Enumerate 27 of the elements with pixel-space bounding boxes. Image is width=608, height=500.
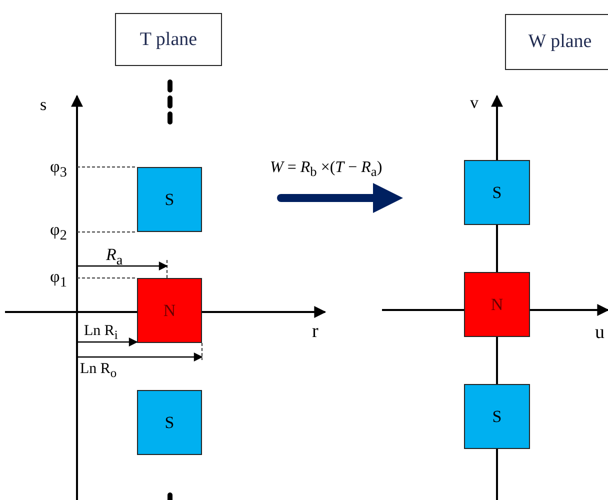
node-label: W plane [528,31,592,53]
node-label: S [492,182,502,202]
node-label: T plane [140,28,198,50]
magnet-pole-block [464,160,530,225]
dimension-label: Ln R$_{i}$ [84,324,118,342]
plane-title-box [115,13,222,66]
axis-label: v [470,94,478,111]
plane-title-box [505,14,608,70]
angle-label: φ$_{2}$ [50,221,67,243]
axis-label: r [312,322,318,341]
node-label: S [492,406,502,426]
formula: W = R$_{b}$ ×(T − R$_{a}$) [270,160,382,179]
magnet-pole-block [464,384,530,449]
magnet-pole-block [137,167,202,232]
node-label: N [490,294,504,314]
magnet-pole-block [464,272,530,337]
axis-label: s [40,96,47,113]
node-label: N [163,300,176,320]
angle-label: φ$_{1}$ [50,268,67,290]
dimension-label: Ln R$_{o}$ [80,362,117,380]
axis-label: u [595,323,604,342]
dimension-label: R$_{a}$ [106,246,123,268]
node-label: S [164,412,174,432]
magnet-pole-block [137,278,202,343]
magnet-pole-block [137,390,202,455]
angle-label: φ$_{3}$ [50,158,67,180]
node-label: S [164,190,174,210]
